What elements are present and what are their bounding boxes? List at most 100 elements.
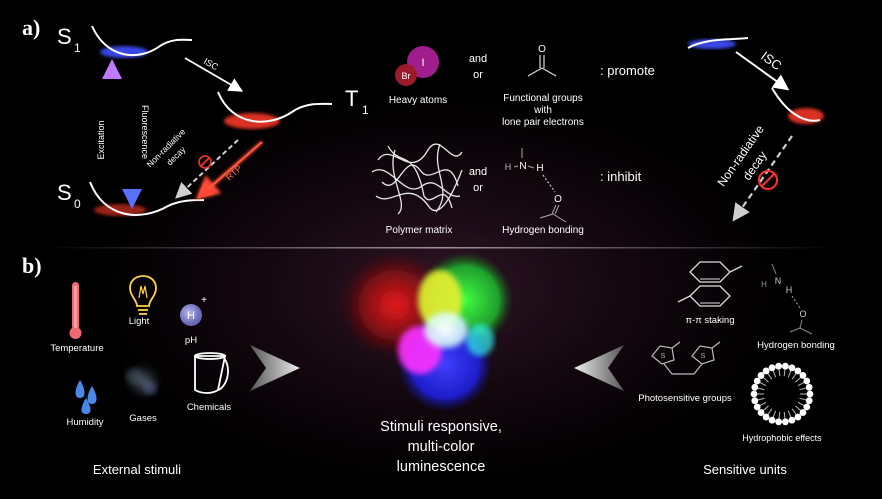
micelle-head	[775, 418, 783, 426]
isc-arrow-left	[184, 57, 244, 92]
carbonyl-icon: O	[527, 44, 557, 77]
micelle-head	[788, 416, 796, 424]
svg-text:O: O	[799, 309, 806, 319]
svg-text:0: 0	[74, 197, 81, 211]
humidity-label: Humidity	[67, 417, 104, 428]
micelle-head	[799, 409, 807, 416]
micelle-icon	[750, 362, 814, 426]
cyan-overlap	[466, 324, 494, 356]
micelle-head	[753, 403, 761, 411]
micelle-head	[806, 390, 814, 398]
svg-text:+: +	[201, 295, 207, 306]
promote-connector-and: and	[469, 53, 487, 65]
micelle-head	[781, 362, 789, 370]
isc-arrow-right	[735, 51, 790, 91]
micelle-head	[794, 413, 802, 421]
micelle-head	[788, 364, 796, 372]
hydrogen-bonding-label: Hydrogen bonding	[757, 340, 835, 351]
s0-curve	[89, 181, 205, 216]
svg-text:H: H	[786, 285, 793, 295]
white-overlap	[424, 312, 468, 348]
hydrogen-bond-icon: N H H O	[505, 148, 567, 223]
pi-stacking-label: π-π staking	[685, 315, 734, 326]
rgb-luminescence-circles	[343, 252, 513, 412]
sensitive-units-caption: Sensitive units	[703, 462, 787, 477]
micelle-head	[768, 364, 776, 372]
rtp-arrow	[196, 141, 263, 199]
inhibit-connector-and: and	[469, 166, 487, 178]
micelle-head	[805, 397, 813, 405]
inhibit-connector-or: or	[473, 182, 483, 194]
chemicals-label: Chemicals	[187, 402, 232, 413]
svg-text:H: H	[761, 280, 767, 289]
external-stimuli-caption: External stimuli	[93, 462, 181, 477]
light-bulb-icon	[129, 275, 157, 315]
svg-text:O: O	[538, 44, 546, 55]
s1-label: S 1	[57, 24, 81, 55]
chevron-right-icon	[250, 345, 300, 391]
heavy-atoms-icon: I Br	[395, 46, 439, 86]
right-s1-glow	[688, 39, 736, 49]
thiophene-left-icon: S	[661, 353, 666, 360]
ph-label: pH	[185, 335, 197, 346]
thermometer-icon	[69, 282, 82, 339]
pi-pi-stacking-icon	[677, 261, 743, 307]
right-t1-glow	[788, 108, 824, 124]
micelle-head	[757, 372, 765, 379]
promote-effect: : promote	[600, 63, 655, 78]
photosensitive-groups-icon	[651, 341, 721, 375]
svg-text:1: 1	[362, 103, 369, 117]
s1-well-glow	[100, 46, 148, 58]
fluorescence-label: Fluorescence	[140, 105, 150, 159]
thiophene-right-icon: S	[701, 353, 706, 360]
svg-text:N: N	[519, 161, 526, 172]
micelle-head	[799, 372, 807, 379]
s1-curve	[91, 25, 193, 57]
inhibit-icon-left	[198, 155, 212, 169]
hydrophobic-label: Hydrophobic effects	[742, 433, 822, 443]
bromine-label: Br	[402, 71, 411, 81]
beaker-icon	[194, 352, 229, 394]
ph-icon: H +	[180, 295, 207, 326]
t1-label: T 1	[345, 86, 369, 117]
panel-b-label: b)	[22, 253, 42, 278]
center-caption-line3: luminescence	[397, 459, 486, 475]
center-caption-line1: Stimuli responsive,	[380, 419, 502, 435]
s0-label: S 0	[57, 180, 81, 211]
micelle-head	[803, 377, 811, 385]
iodine-label: I	[421, 57, 424, 69]
micelle-head	[750, 390, 758, 398]
chevron-left-icon	[574, 345, 624, 391]
functional-caption-line1: Functional groups	[503, 93, 583, 104]
panel-a-label: a)	[22, 15, 40, 40]
right-s1-curve	[687, 37, 749, 49]
light-label: Light	[129, 316, 150, 327]
inhibit-effect: : inhibit	[600, 169, 642, 184]
gases-label: Gases	[129, 413, 157, 424]
water-drops-icon	[75, 380, 97, 414]
t1-curve	[217, 91, 333, 123]
panel-separator	[40, 247, 840, 249]
heavy-atoms-caption: Heavy atoms	[389, 95, 447, 106]
svg-text:H: H	[536, 163, 543, 174]
svg-text:H: H	[187, 310, 195, 322]
micelle-head	[775, 362, 783, 370]
functional-caption-line2: with	[533, 105, 552, 116]
temperature-label: Temperature	[50, 343, 103, 354]
inhibit-icon-right	[758, 170, 778, 190]
svg-text:H: H	[505, 162, 512, 172]
micelle-head	[781, 418, 789, 426]
micelle-head	[757, 409, 765, 416]
micelle-head	[751, 397, 759, 405]
svg-text:S: S	[57, 24, 72, 49]
svg-text:T: T	[345, 86, 358, 111]
polymer-matrix-icon	[371, 143, 463, 215]
functional-caption-line3: lone pair electrons	[502, 117, 584, 128]
right-t1-curve	[771, 87, 821, 122]
center-caption-line2: multi-color	[408, 439, 475, 455]
gas-cloud-icon	[125, 363, 161, 399]
bromine-sphere	[395, 64, 417, 86]
polymer-caption: Polymer matrix	[386, 225, 453, 236]
